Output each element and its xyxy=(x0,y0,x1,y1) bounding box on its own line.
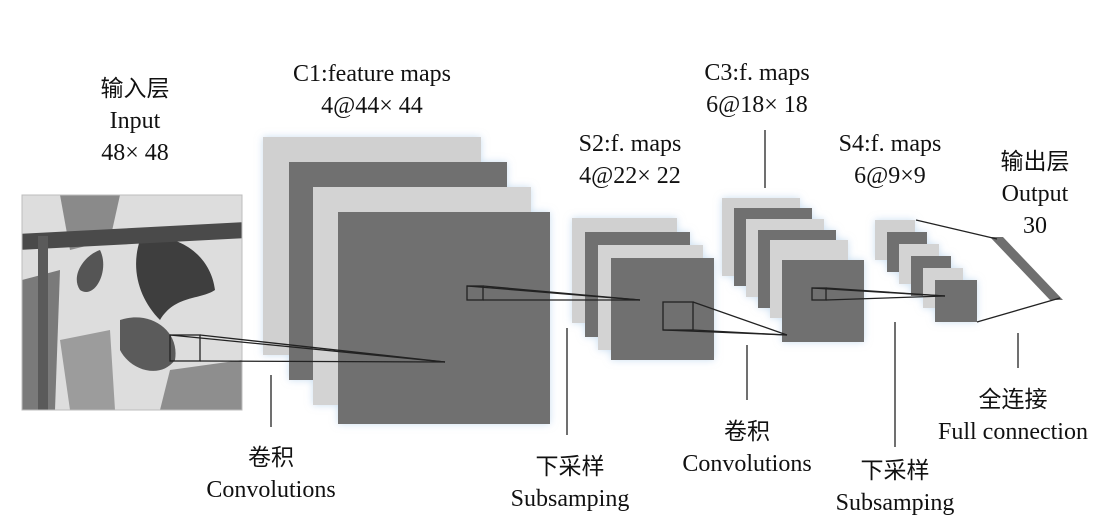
sub1-label-en: Subsamping xyxy=(510,486,630,512)
input-layer-title-cn: 输入层 xyxy=(100,76,170,102)
fc-label: 全连接 Full connection xyxy=(918,384,1108,448)
c1-map-4 xyxy=(338,212,550,424)
c1-title: C1:feature maps xyxy=(293,61,451,87)
sub2-label: 下采样 Subsamping xyxy=(815,455,975,519)
s2-title: S2:f. maps xyxy=(578,131,682,157)
c1-label: C1:feature maps 4@44× 44 xyxy=(262,58,482,122)
conv2-label-cn: 卷积 xyxy=(724,419,770,445)
s4-size: 6@9×9 xyxy=(854,163,926,189)
sub2-label-cn: 下采样 xyxy=(860,458,930,484)
conv1-label-cn: 卷积 xyxy=(248,445,294,471)
leader-lines xyxy=(270,130,1019,447)
s4-map-6 xyxy=(935,280,977,322)
sub1-label-cn: 下采样 xyxy=(535,454,605,480)
connection-lines xyxy=(169,219,1061,363)
output-layer-title-en: Output xyxy=(1001,181,1069,207)
s4-title: S4:f. maps xyxy=(838,131,942,157)
s2-feature-maps xyxy=(572,218,714,360)
s4-label: S4:f. maps 6@9×9 xyxy=(815,128,965,192)
fc-label-en: Full connection xyxy=(938,419,1088,445)
output-vector xyxy=(990,237,1063,300)
output-layer-title-cn: 输出层 xyxy=(1000,149,1070,175)
c1-size: 4@44× 44 xyxy=(321,93,423,119)
s2-size: 4@22× 22 xyxy=(579,163,681,189)
c1-feature-maps xyxy=(263,137,550,424)
fc-label-cn: 全连接 xyxy=(978,387,1048,413)
input-layer-title-en: Input xyxy=(109,108,161,134)
fc-line-bottom xyxy=(976,297,1061,323)
c3-map-6 xyxy=(782,260,864,342)
c3-title: C3:f. maps xyxy=(704,60,810,86)
sub2-label-en: Subsamping xyxy=(835,490,955,516)
input-layer-size: 48× 48 xyxy=(101,140,169,166)
c3-size: 6@18× 18 xyxy=(706,92,808,118)
conv1-label-en: Convolutions xyxy=(206,477,336,503)
conv2-label: 卷积 Convolutions xyxy=(662,416,832,480)
fc-line-top xyxy=(915,219,998,240)
s4-feature-maps xyxy=(875,220,977,322)
c3-label: C3:f. maps 6@18× 18 xyxy=(672,57,842,121)
conv1-label: 卷积 Convolutions xyxy=(186,442,356,506)
s2-label: S2:f. maps 4@22× 22 xyxy=(545,128,715,192)
input-image xyxy=(21,194,243,411)
output-layer-label: 输出层 Output 30 xyxy=(980,146,1090,242)
conv2-label-en: Convolutions xyxy=(682,451,812,477)
sub1-label: 下采样 Subsamping xyxy=(490,451,650,515)
input-layer-label: 输入层 Input 48× 48 xyxy=(70,73,200,169)
c3-feature-maps xyxy=(722,198,864,342)
input-receptive-field xyxy=(169,334,201,362)
output-layer-size: 30 xyxy=(1023,213,1047,239)
